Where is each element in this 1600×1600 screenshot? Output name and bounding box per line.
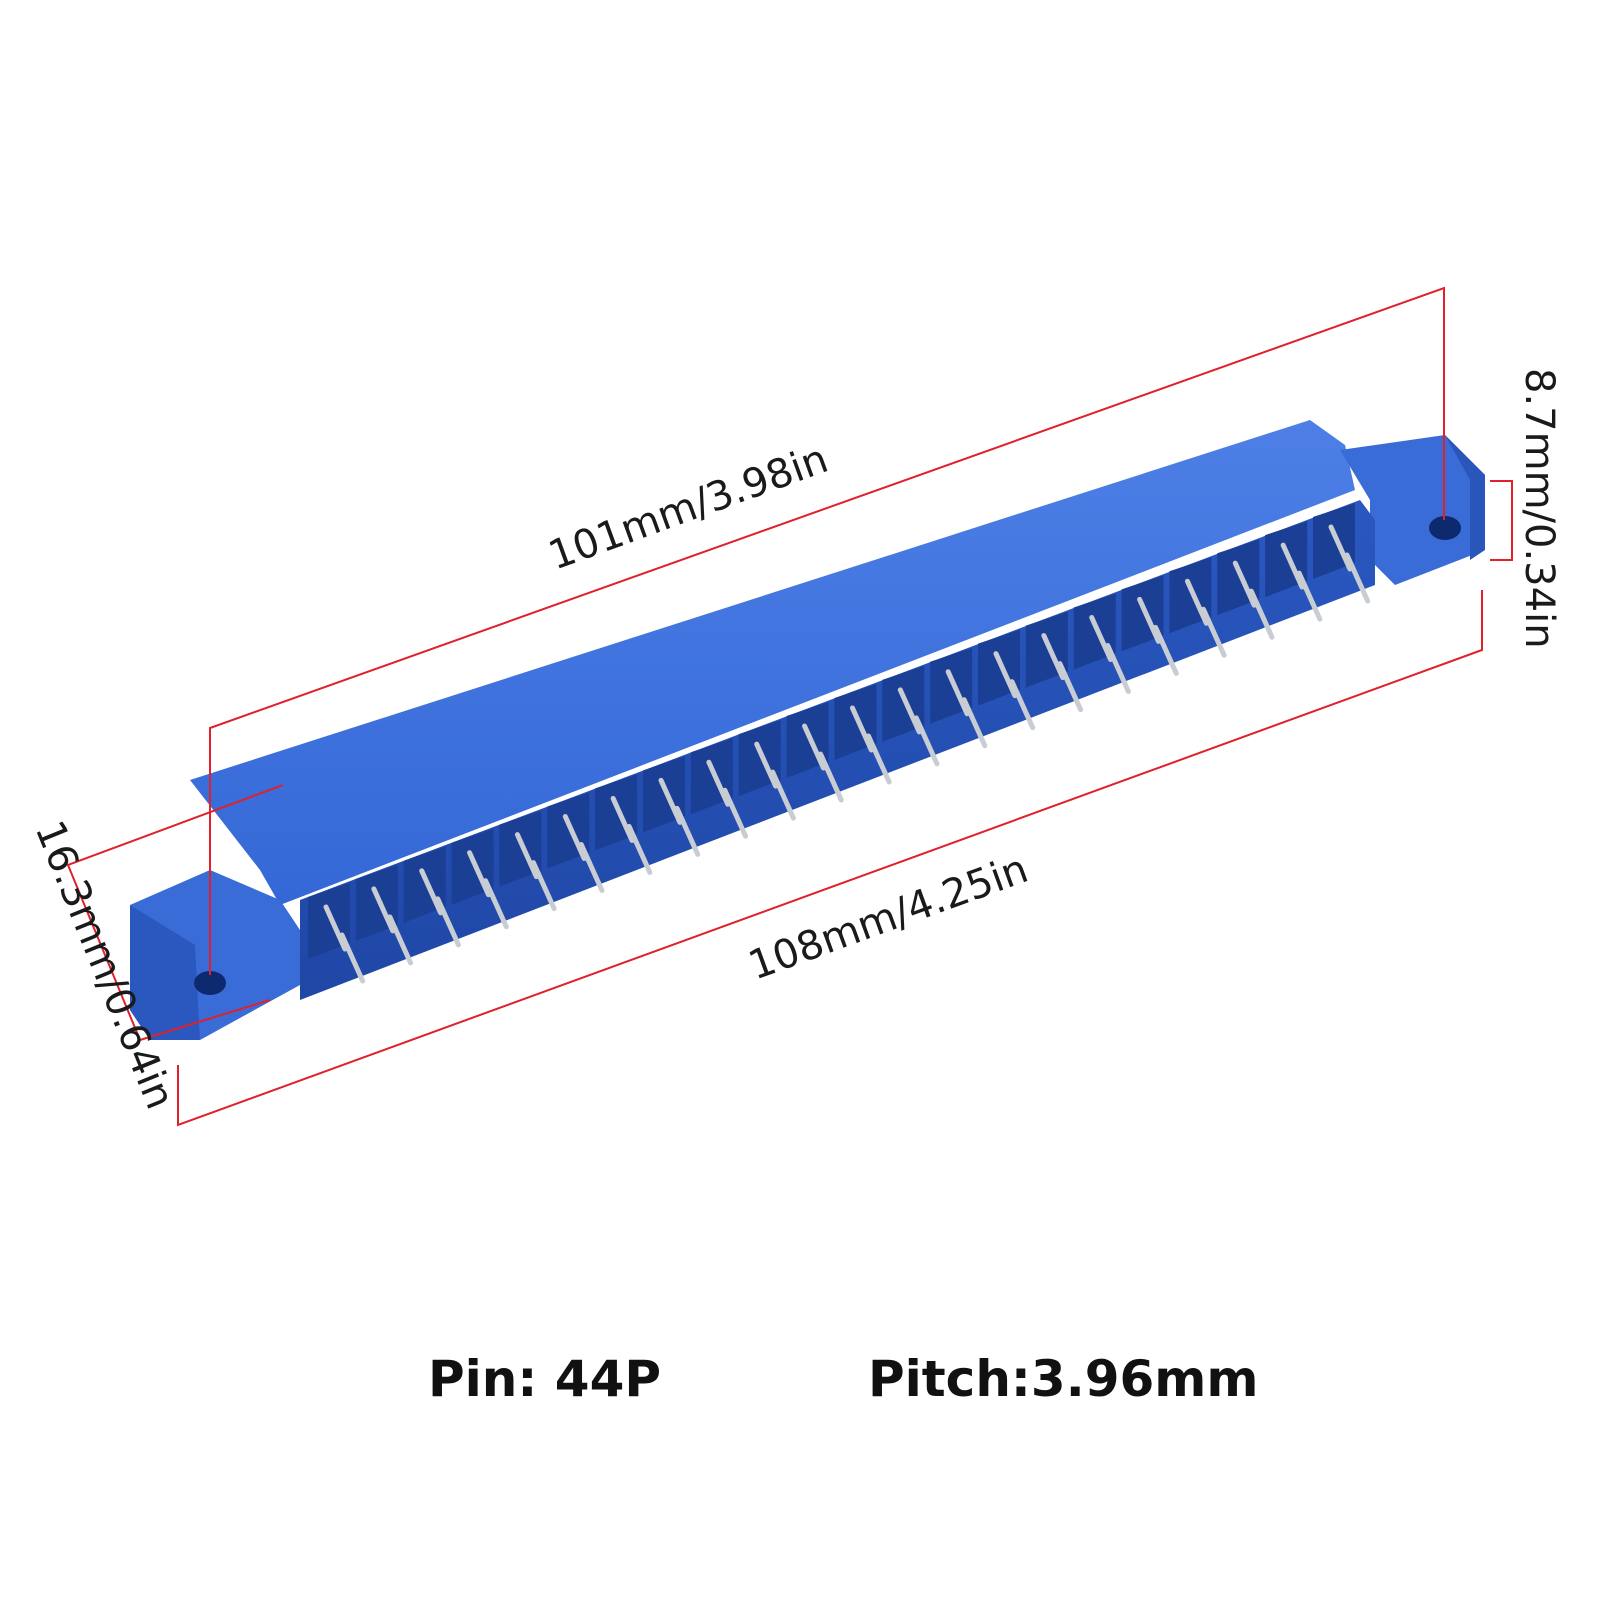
- connector-pin: [818, 751, 844, 803]
- connector-pin: [1328, 524, 1353, 572]
- connector-pin: [897, 687, 922, 735]
- connector-pin: [419, 868, 444, 916]
- connector-pin: [562, 814, 587, 862]
- connector-pin: [610, 795, 635, 843]
- connector-pin: [1200, 606, 1227, 658]
- connector-pin: [1041, 633, 1066, 681]
- pitch-spec: Pitch:3.96mm: [868, 1350, 1259, 1408]
- connector-pin: [1184, 578, 1209, 626]
- connector-pin: [339, 932, 366, 984]
- right-flange: [1340, 435, 1485, 585]
- connector-pin: [530, 860, 557, 912]
- connector-pin: [1153, 624, 1179, 676]
- connector-pin: [1009, 679, 1036, 731]
- connector-pin: [802, 723, 826, 771]
- connector-pin: [1280, 542, 1305, 590]
- connector-pin: [323, 904, 348, 952]
- connector-pin: [849, 705, 874, 753]
- connector-pin: [626, 823, 653, 875]
- connector-pin: [1057, 661, 1084, 713]
- dimension-lines: [66, 286, 1513, 1127]
- connector-pin: [770, 769, 796, 821]
- connector-pin: [514, 832, 539, 880]
- flange-thickness-label: 8.7mm/0.34in: [1516, 368, 1562, 649]
- connector-pins: [323, 524, 1371, 984]
- connector-pin: [387, 914, 414, 966]
- connector-pin: [483, 878, 509, 930]
- connector-top-face: [190, 420, 1355, 905]
- connector-pin: [1089, 614, 1114, 662]
- connector-pin: [1248, 588, 1275, 640]
- connector-pin: [658, 777, 683, 825]
- connector-pin: [706, 759, 731, 807]
- connector-pin: [1137, 596, 1161, 644]
- connector-pin: [1105, 642, 1131, 694]
- right-mounting-hole: [1429, 516, 1461, 540]
- connector-pin: [1232, 560, 1257, 608]
- connector-pin: [754, 741, 779, 789]
- connector-pin: [1344, 552, 1371, 604]
- hole-spacing-dimension-line: [209, 286, 1445, 975]
- connector-pin: [371, 886, 396, 934]
- left-mounting-hole: [194, 971, 226, 995]
- flange-thickness-dimension-line: [1490, 480, 1513, 561]
- pin-count-spec: Pin: 44P: [428, 1350, 662, 1408]
- connector-pin: [961, 697, 988, 749]
- connector-pin: [435, 896, 461, 948]
- connector-pin: [945, 669, 970, 717]
- connector-body: [130, 420, 1485, 1040]
- connector-pin: [913, 715, 940, 767]
- connector-pin: [1296, 570, 1323, 622]
- connector-pin: [578, 842, 605, 894]
- connector-pin: [865, 733, 892, 785]
- connector-pin: [674, 805, 701, 857]
- connector-pin: [722, 787, 749, 839]
- overall-length-dimension-line: [177, 590, 1483, 1127]
- overall-length-label: 108mm/4.25in: [743, 846, 1034, 990]
- height-dimension-line: [66, 784, 284, 1042]
- connector-pin: [467, 850, 491, 898]
- connector-pin: [993, 651, 1018, 699]
